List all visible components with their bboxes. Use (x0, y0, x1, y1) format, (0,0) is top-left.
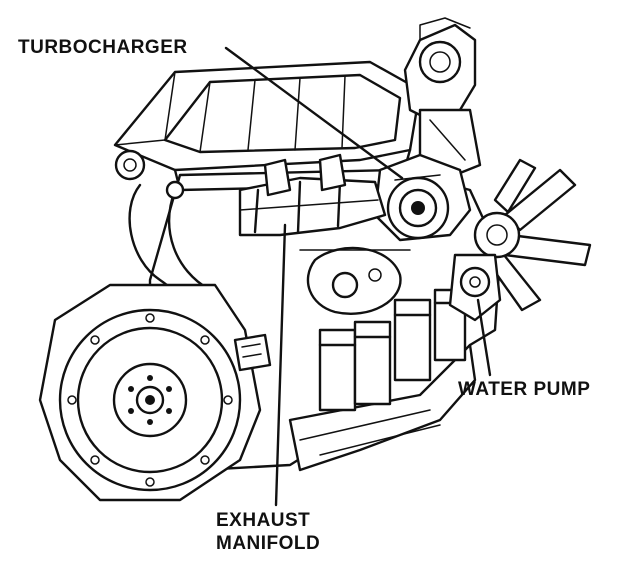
fan (473, 158, 592, 312)
water-pump-leader (476, 298, 492, 377)
left-side-pipes (114, 149, 232, 332)
oil-cooler (299, 246, 411, 315)
turbocharger-label: TURBOCHARGER (18, 37, 188, 58)
leader-lines (224, 46, 492, 507)
turbocharger-leader (224, 46, 404, 180)
front-accessory-housing (403, 17, 482, 177)
exhaust-manifold-label-line2: MANIFOLD (216, 533, 321, 554)
exhaust-manifold (238, 153, 387, 237)
filters (318, 288, 467, 412)
water-pump-label: WATER PUMP (458, 379, 591, 400)
flywheel-housing (38, 283, 272, 502)
exhaust-manifold-leader (274, 223, 287, 507)
water-pump (448, 253, 502, 322)
flywheel-bolts (67, 313, 233, 487)
exhaust-manifold-label-line1: EXHAUST (216, 510, 311, 531)
exhaust-manifold-label: EXHAUST MANIFOLD (216, 509, 320, 555)
